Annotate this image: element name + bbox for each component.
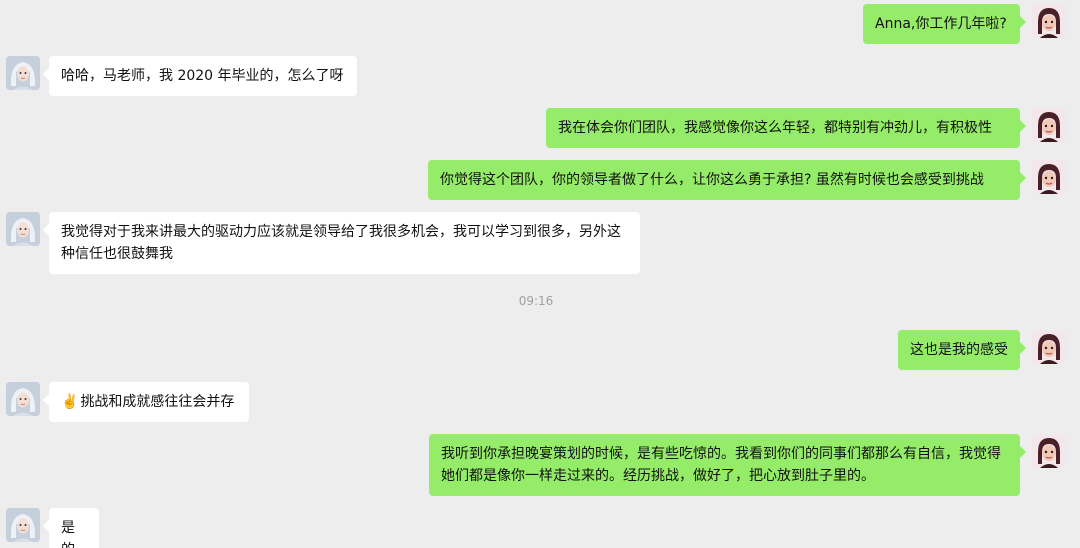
message-bubble-outgoing[interactable]: 我在体会你们团队，我感觉像你这么年轻，都特别有冲劲儿，有积极性 [546,108,1026,148]
avatar-contact[interactable] [6,508,40,542]
message-bubble-incoming[interactable]: ✌️挑战和成就感往往会并存 [43,382,249,422]
message-text: 我在体会你们团队，我感觉像你这么年轻，都特别有冲劲儿，有积极性 [558,120,992,136]
message-bubble-incoming[interactable]: 我觉得对于我来讲最大的驱动力应该就是领导给了我很多机会，我可以学习到很多，另外这… [43,212,640,274]
avatar-self-icon [1032,4,1066,38]
avatar-contact-icon [6,212,40,246]
avatar-self[interactable] [1032,108,1066,142]
avatar-self[interactable] [1032,4,1066,38]
avatar-self[interactable] [1032,160,1066,194]
message-text: 我听到你承担晚宴策划的时候，是有些吃惊的。我看到你们的同事们都那么有自信，我觉得… [441,446,1001,484]
message-text: 我觉得对于我来讲最大的驱动力应该就是领导给了我很多机会，我可以学习到很多，另外这… [61,224,621,262]
message-bubble-outgoing[interactable]: 你觉得这个团队，你的领导者做了什么，让你这么勇于承担? 虽然有时候也会感受到挑战 [428,160,1026,200]
avatar-contact[interactable] [6,382,40,416]
message-bubble-outgoing[interactable]: 我听到你承担晚宴策划的时候，是有些吃惊的。我看到你们的同事们都那么有自信，我觉得… [429,434,1026,496]
avatar-self[interactable] [1032,434,1066,468]
message-bubble-incoming[interactable]: 哈哈，马老师，我 2020 年毕业的，怎么了呀 [43,56,357,96]
message-text: 挑战和成就感往往会并存 [80,394,235,410]
avatar-self[interactable] [1032,330,1066,364]
message-bubble-outgoing[interactable]: 这也是我的感受 [898,330,1026,370]
avatar-self-icon [1032,434,1066,468]
avatar-contact-icon [6,382,40,416]
message-bubble-outgoing[interactable]: Anna,你工作几年啦? [863,4,1026,44]
avatar-self-icon [1032,330,1066,364]
avatar-contact-icon [6,508,40,542]
chat-timestamp: 09:16 [518,294,554,308]
avatar-contact[interactable] [6,56,40,90]
message-text: 这也是我的感受 [910,342,1008,358]
victory-hand-icon: ✌️ [61,394,79,410]
message-bubble-incoming[interactable]: 是的 [43,508,99,548]
message-text: 哈哈，马老师，我 2020 年毕业的，怎么了呀 [61,68,344,84]
avatar-contact-icon [6,56,40,90]
message-text: 是的 [61,520,75,548]
message-text: Anna,你工作几年啦? [875,16,1007,32]
avatar-self-icon [1032,160,1066,194]
avatar-self-icon [1032,108,1066,142]
message-text: 你觉得这个团队，你的领导者做了什么，让你这么勇于承担? 虽然有时候也会感受到挑战 [440,172,984,188]
avatar-contact[interactable] [6,212,40,246]
